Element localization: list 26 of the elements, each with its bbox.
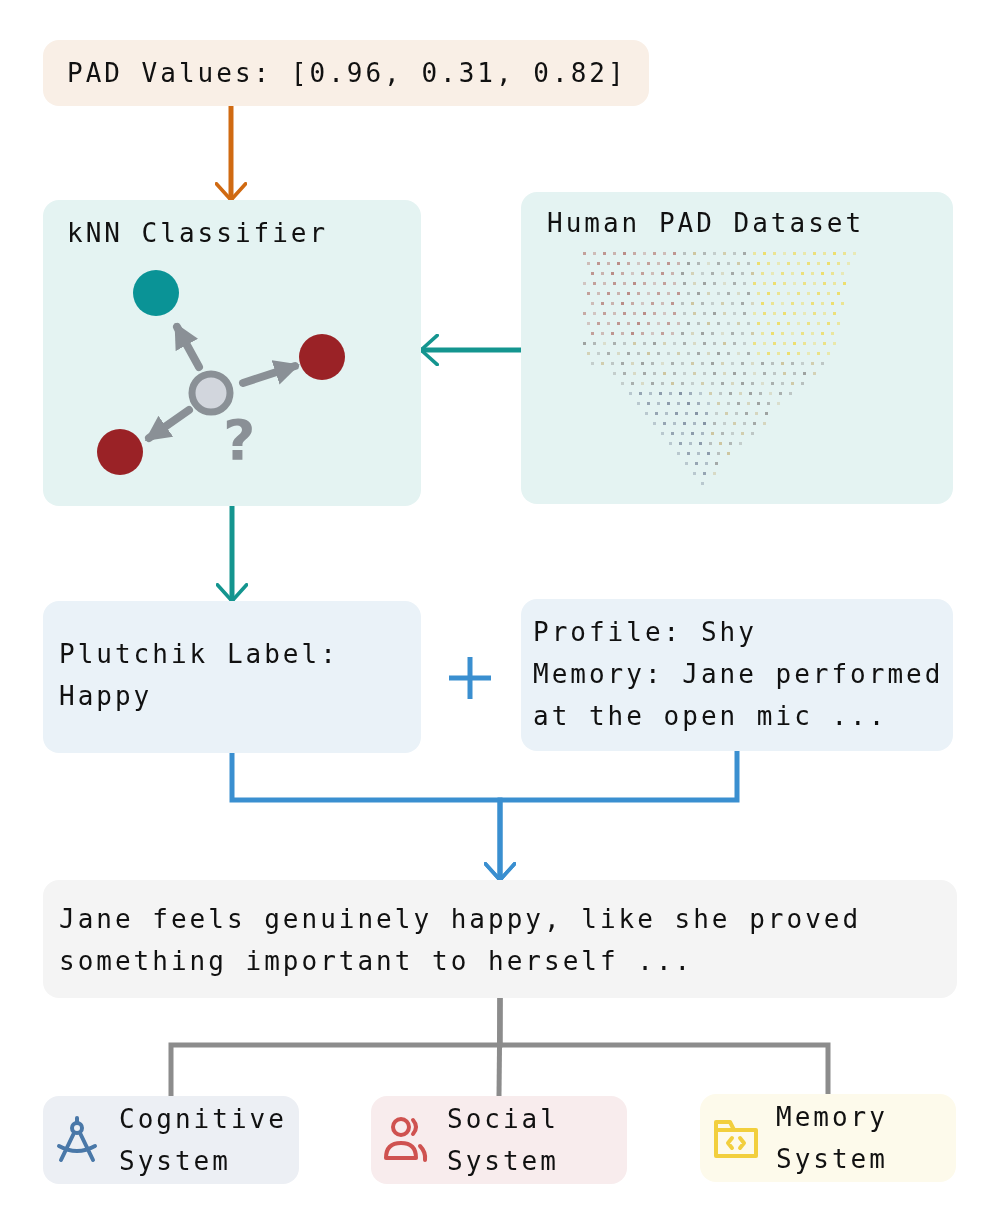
arrow [215, 506, 249, 603]
output-box [43, 880, 957, 998]
arrow [419, 333, 521, 367]
arrow [483, 751, 740, 882]
system-box [700, 1094, 956, 1182]
arrow [214, 106, 248, 202]
panel-title: kNN Classifier [67, 217, 330, 250]
input-box [43, 40, 649, 106]
context-box [521, 599, 953, 751]
connector-line [496, 997, 503, 1097]
node-text: Memory: Jane performed at the open mic ... [533, 658, 945, 733]
system-box [43, 1096, 299, 1184]
system-name: Social System [447, 1103, 560, 1178]
system-name: Cognitive System [119, 1103, 288, 1178]
label-box [43, 601, 421, 753]
node-text: Jane feels genuinely happy, like she proved something important to herself ... [59, 903, 863, 978]
question-mark: ? [223, 410, 256, 470]
connector-line [497, 998, 831, 1094]
panel-title: Human PAD Dataset [547, 207, 866, 240]
system-name: Memory System [776, 1101, 889, 1176]
system-box [371, 1096, 627, 1184]
node-text: Profile: Shy [533, 616, 758, 649]
node-text: Plutchik Label: Happy [59, 638, 340, 713]
node-text: PAD Values: [0.96, 0.31, 0.82] [67, 57, 628, 90]
dataset-panel [521, 192, 953, 504]
classifier-panel [43, 200, 421, 506]
